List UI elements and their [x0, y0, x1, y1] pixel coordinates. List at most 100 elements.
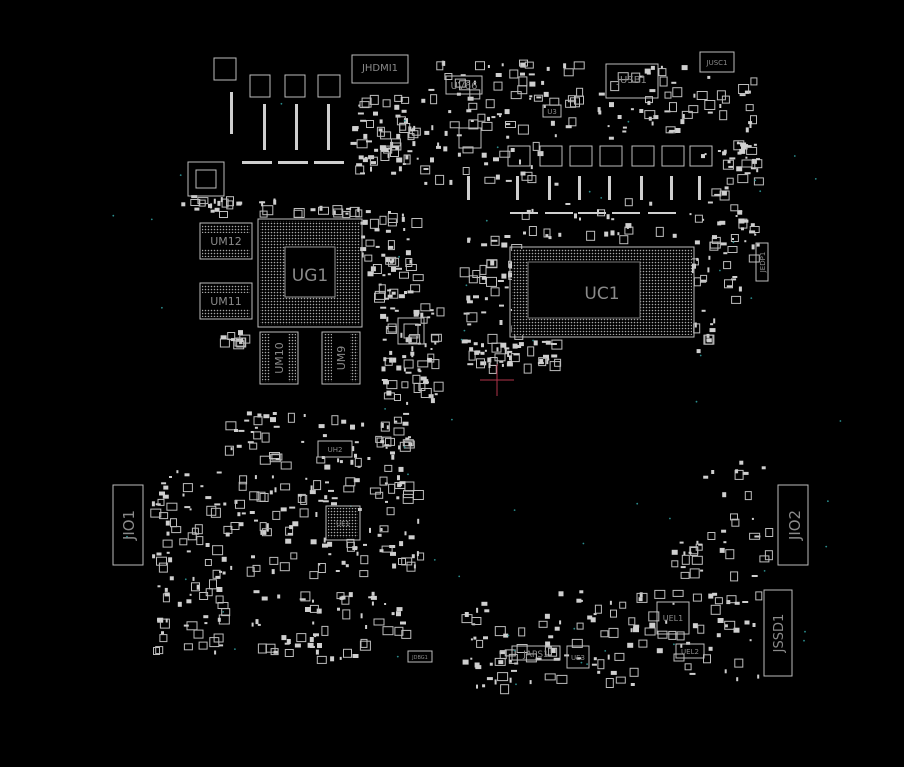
smd-pad	[184, 473, 190, 477]
usbc-connector-jusc1[interactable]: JUSC1	[699, 51, 735, 73]
via-dot	[507, 634, 510, 637]
via-dot	[699, 354, 702, 357]
smd-pad	[736, 142, 742, 145]
smd-pad	[369, 218, 379, 229]
smd-pad	[622, 130, 627, 133]
smd-pad	[709, 241, 719, 251]
chip-u3[interactable]: U3	[542, 104, 562, 118]
smd-pad	[309, 637, 314, 642]
smd-pad	[386, 316, 389, 322]
smd-pad	[481, 343, 484, 348]
smd-pad	[316, 608, 322, 614]
chip-uel2[interactable]: UEL2	[675, 643, 705, 659]
smd-pad	[412, 374, 421, 384]
japs1-label: JAPS1	[522, 650, 549, 660]
smd-pad	[342, 609, 351, 620]
smd-pad	[380, 306, 387, 309]
usb-connector-jusb1[interactable]: JUSB1	[605, 63, 659, 99]
smd-pad	[357, 207, 360, 213]
smd-pad	[208, 203, 212, 208]
smd-pad	[505, 123, 511, 126]
via-dot	[759, 190, 762, 193]
edp-connector-jedp1[interactable]: JEDP1	[755, 242, 769, 282]
smd-pad	[579, 217, 581, 221]
chip-ue1[interactable]: UE1	[325, 505, 361, 541]
smd-pad	[352, 446, 355, 452]
memory-um12[interactable]: UM12	[199, 222, 253, 260]
smd-pad	[358, 104, 361, 107]
smd-pad	[586, 230, 596, 241]
smd-pad	[301, 440, 305, 443]
smd-pad	[411, 127, 421, 136]
jedp1-label: JEDP1	[759, 252, 767, 274]
smd-pad	[370, 166, 372, 172]
smd-pad	[281, 635, 287, 641]
via-dot	[222, 611, 225, 613]
smd-pad	[241, 512, 246, 515]
smd-pad	[721, 529, 727, 533]
smd-pad	[435, 174, 445, 185]
smd-pad	[549, 361, 561, 372]
smd-pad	[327, 541, 333, 547]
via-dot	[750, 297, 753, 299]
hdmi-connector-jhdmi1[interactable]: JHDMI1	[351, 54, 409, 84]
smd-pad	[424, 343, 427, 348]
smd-pad	[384, 444, 390, 447]
smd-pad	[388, 245, 394, 249]
chip-uel1[interactable]: UEL1	[656, 601, 690, 635]
connector-japs1[interactable]: JAPS1	[511, 645, 561, 661]
memory-um11[interactable]: UM11	[199, 282, 253, 320]
smd-pad	[742, 601, 749, 603]
smd-pad	[471, 617, 482, 625]
smd-pad	[379, 549, 384, 553]
smd-pad	[610, 670, 617, 675]
smd-pad	[499, 115, 502, 118]
smd-pad	[391, 612, 395, 616]
smd-pad	[644, 110, 656, 120]
smd-pad	[499, 651, 506, 655]
smd-pad	[356, 163, 363, 167]
smd-pad	[300, 591, 311, 602]
smd-pad	[362, 158, 368, 163]
smd-pad	[499, 320, 503, 325]
via-dot	[803, 639, 805, 642]
io-connector-jio1[interactable]: JIO1	[112, 484, 144, 566]
gpu-ug1[interactable]: UG1	[257, 218, 363, 328]
smd-pad	[150, 508, 162, 518]
via-dot	[384, 408, 386, 410]
smd-pad	[353, 478, 360, 483]
smd-pad	[210, 203, 213, 209]
smd-pad	[191, 582, 200, 592]
chip-uv66[interactable]: UV66	[445, 75, 483, 95]
smd-pad	[398, 166, 402, 172]
smd-pad	[360, 555, 369, 565]
um12-label: UM12	[210, 235, 242, 248]
smd-pad	[717, 150, 721, 152]
smd-pad	[610, 81, 620, 92]
ssd-connector-jssd1[interactable]: JSSD1	[763, 589, 793, 677]
io-connector-jio2[interactable]: JIO2	[777, 484, 809, 566]
uc1-label: UC1	[584, 284, 619, 304]
smd-pad	[161, 482, 167, 485]
smd-pad	[704, 100, 716, 110]
smd-pad	[476, 684, 478, 689]
smd-pad	[213, 633, 224, 643]
memory-um10[interactable]: UM10	[259, 331, 299, 385]
chip-uh2[interactable]: UH2	[317, 440, 353, 458]
smd-pad	[360, 247, 367, 252]
smd-pad	[481, 601, 488, 606]
smd-pad	[668, 630, 677, 640]
smd-pad	[405, 258, 413, 267]
smd-pad	[322, 434, 327, 438]
smd-pad	[730, 234, 739, 242]
debug-connector-jdbg1[interactable]: JDBG1	[407, 650, 433, 663]
smd-pad	[274, 487, 277, 493]
cpu-uc1[interactable]: UC1	[509, 246, 695, 338]
chip-ue3[interactable]: UE3	[566, 645, 590, 669]
smd-pad	[436, 61, 444, 71]
smd-pad	[239, 522, 244, 527]
via-dot	[396, 655, 399, 658]
memory-um9[interactable]: UM9	[321, 331, 361, 385]
smd-pad	[405, 250, 411, 256]
smd-pad	[558, 232, 562, 237]
